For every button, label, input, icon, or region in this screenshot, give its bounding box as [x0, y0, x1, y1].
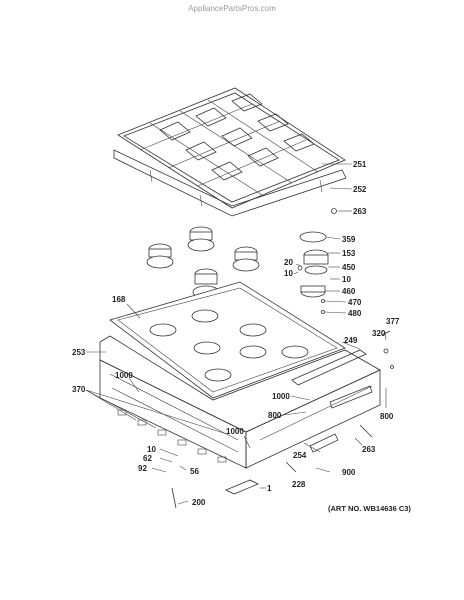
art-number: (ART NO. WB14636 C3)	[328, 504, 411, 513]
label-251: 251	[353, 160, 367, 169]
label-800b: 800	[380, 412, 394, 421]
label-10b: 10	[342, 275, 351, 284]
label-900: 900	[342, 468, 356, 477]
label-1000a: 1000	[115, 371, 133, 380]
label-10a: 10	[284, 269, 293, 278]
label-10c: 10	[147, 445, 156, 454]
burner-grates	[113, 87, 347, 217]
label-168: 168	[112, 295, 126, 304]
label-1000b: 1000	[272, 392, 290, 401]
label-1: 1	[267, 484, 272, 493]
cooktop-panel	[109, 281, 346, 399]
site-watermark: AppliancePartsPros.com	[188, 4, 276, 13]
part-labels: 251 252 263 359 153 20 450 10 10 460 470…	[72, 160, 400, 507]
label-153: 153	[342, 249, 356, 258]
label-1000c: 1000	[226, 427, 244, 436]
label-377: 377	[386, 317, 400, 326]
label-359: 359	[342, 235, 356, 244]
grate-leaders	[322, 163, 353, 214]
label-800a: 800	[268, 411, 282, 420]
label-320: 320	[372, 329, 386, 338]
label-263: 263	[353, 207, 367, 216]
label-370: 370	[72, 385, 86, 394]
label-263b: 263	[362, 445, 376, 454]
label-20: 20	[284, 258, 293, 267]
screws	[171, 330, 394, 509]
chassis-leaders	[85, 303, 387, 505]
label-253: 253	[72, 348, 86, 357]
burner-leaders	[293, 236, 347, 314]
label-470: 470	[348, 298, 362, 307]
label-92: 92	[138, 464, 147, 473]
label-450: 450	[342, 263, 356, 272]
label-228: 228	[292, 480, 306, 489]
label-62: 62	[143, 454, 152, 463]
label-460: 460	[342, 287, 356, 296]
label-480: 480	[348, 309, 362, 318]
label-252: 252	[353, 185, 367, 194]
label-249: 249	[344, 336, 358, 345]
label-56: 56	[190, 467, 199, 476]
label-200: 200	[192, 498, 206, 507]
label-254: 254	[293, 451, 307, 460]
